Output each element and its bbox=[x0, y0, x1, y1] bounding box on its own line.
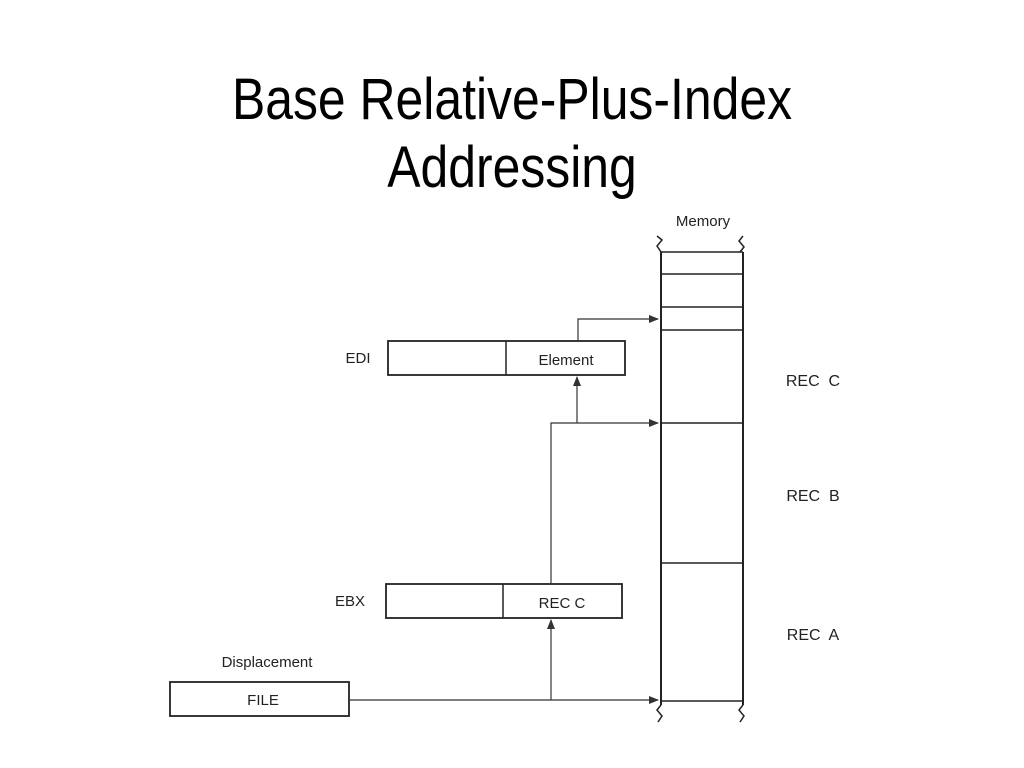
memory-bottom-tear bbox=[656, 704, 663, 723]
ebx-label: EBX bbox=[335, 593, 365, 610]
arrow-edi-to-element bbox=[577, 315, 659, 341]
memory-top-tear bbox=[656, 235, 664, 253]
memory-label: Memory bbox=[676, 213, 731, 230]
edi-register: EDI Element bbox=[345, 340, 626, 376]
displacement-box: Displacement FILE bbox=[169, 654, 350, 717]
edi-label: EDI bbox=[345, 350, 370, 367]
rec-b-label: REC B bbox=[786, 488, 839, 505]
displacement-value: FILE bbox=[247, 692, 279, 709]
rec-c-label: REC C bbox=[786, 373, 840, 390]
ebx-value: REC C bbox=[539, 595, 586, 612]
address-path bbox=[349, 315, 659, 704]
slide-title: Base Relative-Plus-Index Addressing bbox=[72, 66, 953, 202]
rec-a-label: REC A bbox=[787, 627, 840, 644]
title-line-1: Base Relative-Plus-Index bbox=[231, 67, 793, 132]
edi-value: Element bbox=[538, 352, 594, 369]
ebx-register: EBX REC C bbox=[335, 583, 623, 619]
arrow-ebx-to-rec-c bbox=[550, 419, 659, 584]
title-line-2: Addressing bbox=[387, 135, 637, 200]
memory-block: Memory bbox=[656, 213, 745, 723]
displacement-label: Displacement bbox=[222, 654, 314, 671]
